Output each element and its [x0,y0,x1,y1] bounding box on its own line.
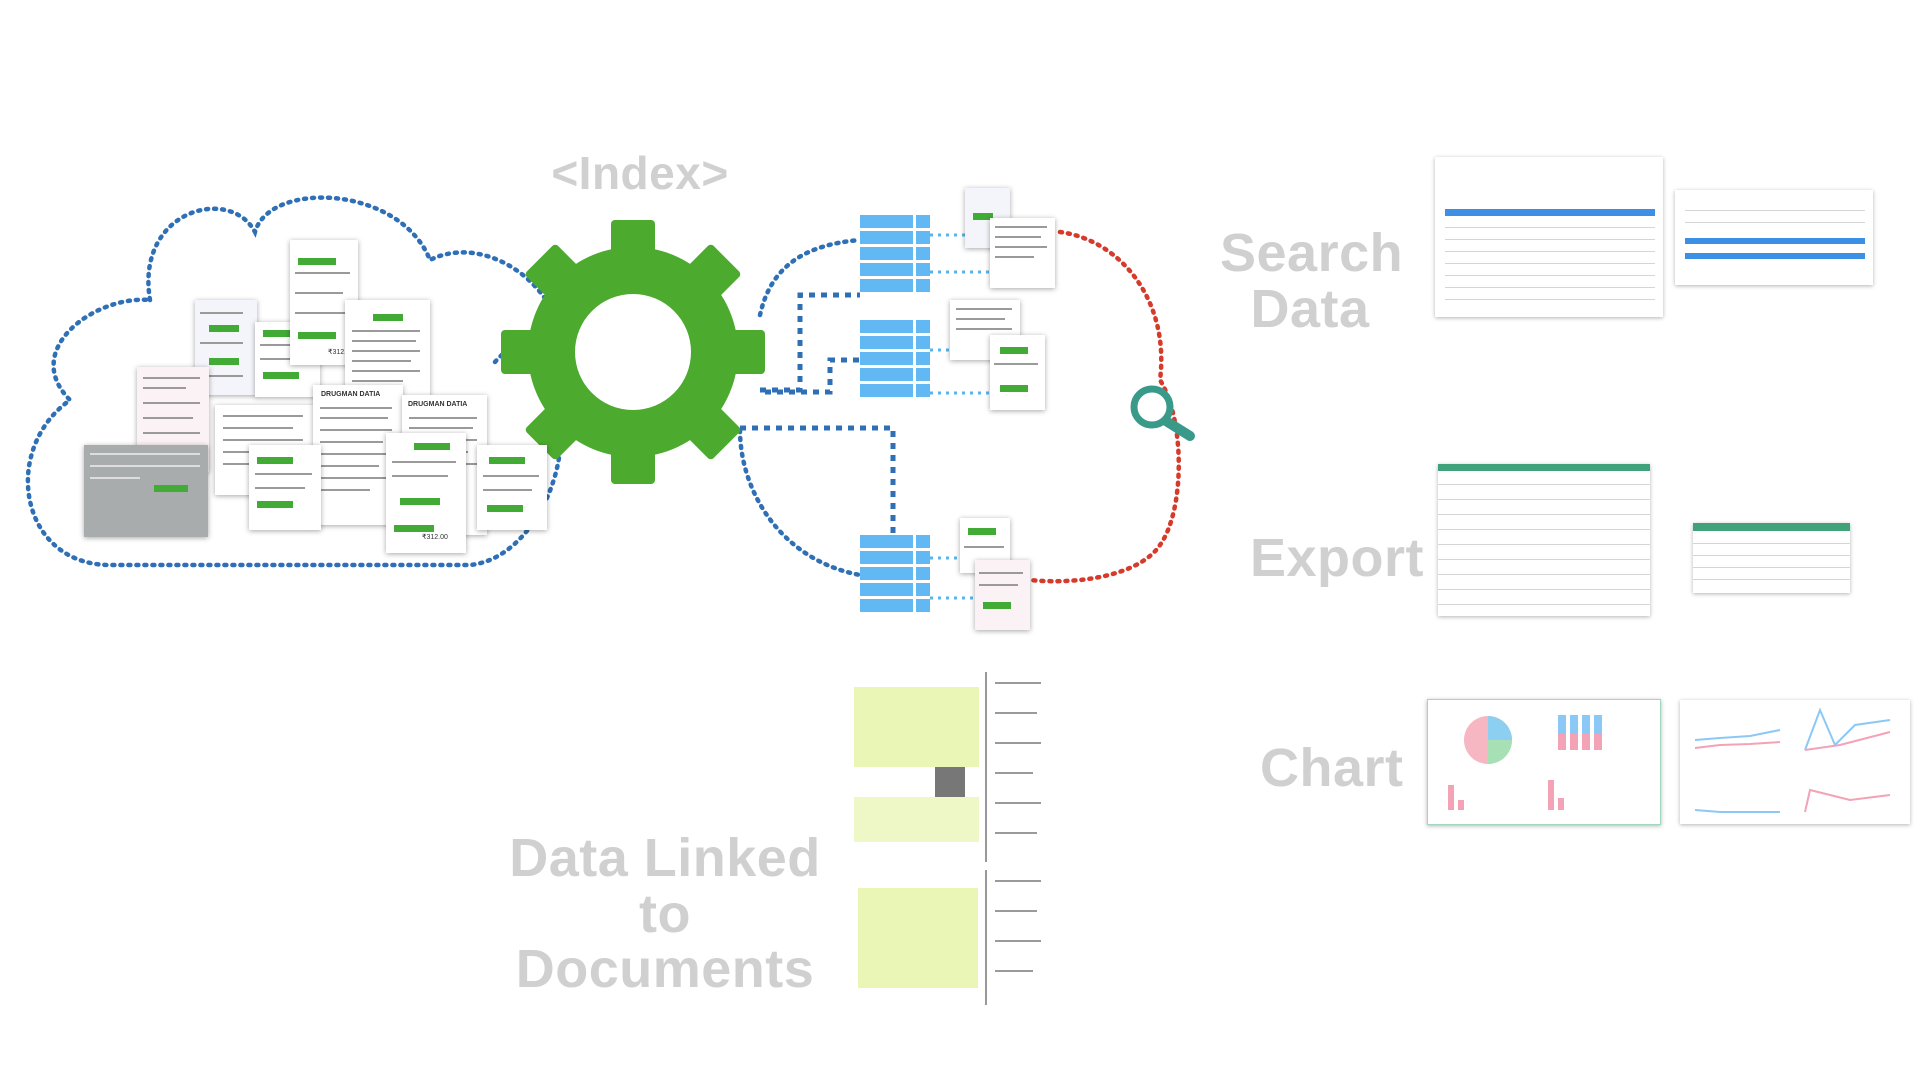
export-label: Export [1250,528,1425,588]
indexed-doc-6 [975,560,1030,630]
right-cloud-blue-arc-bottom [737,427,863,578]
doc-scan-photo [84,445,208,537]
chart-label: Chart [1260,738,1404,798]
index-label: <Index> [551,147,729,199]
data-linked-label: Data Linked to Documents [490,828,840,1000]
doc-receipt-4: ₹312.00 [386,433,466,553]
doc-receipt-5 [477,445,547,530]
search-data-line1: Search [1220,223,1404,283]
search-data-line2: Data [1250,278,1370,339]
connector-bottom [740,425,896,535]
data-linked-line2: Documents [515,939,815,1000]
magnifier-icon [1130,385,1195,441]
gear-icon [501,220,765,484]
table-stack-bottom [860,535,930,615]
indexed-doc-3 [950,300,1020,360]
receipt-4-amount: ₹312.00 [422,534,448,541]
indexed-doc-4 [990,335,1045,410]
right-cloud-blue-arc [757,237,863,318]
chart-dashboard-2 [1680,700,1910,824]
doc-receipt-3 [249,445,321,530]
doc-form-blue [195,300,257,395]
export-spreadsheet-1 [1438,464,1650,616]
indexed-doc-2 [990,218,1055,288]
linked-doc-bottom [850,870,1060,1005]
chart-dashboard-1 [1427,699,1661,825]
right-cloud-red-arc [1027,229,1181,584]
connector-middle [765,357,860,395]
search-data-label: Search Data [1220,223,1404,339]
table-stack-top [860,215,930,295]
search-screenshot-2 [1675,190,1873,285]
linked-doc-top [850,672,1060,862]
export-spreadsheet-2 [1693,523,1850,593]
table-stack-middle [860,320,930,400]
receipt-2-amount: ₹312.00 [328,349,354,356]
search-screenshot-1 [1435,157,1663,317]
connector-top [760,292,860,393]
doc-a-heading: DRUGMAN DATIA [321,391,381,398]
doc-b-heading: DRUGMAN DATIA [408,401,468,408]
data-linked-line1: Data Linked to [509,828,821,944]
